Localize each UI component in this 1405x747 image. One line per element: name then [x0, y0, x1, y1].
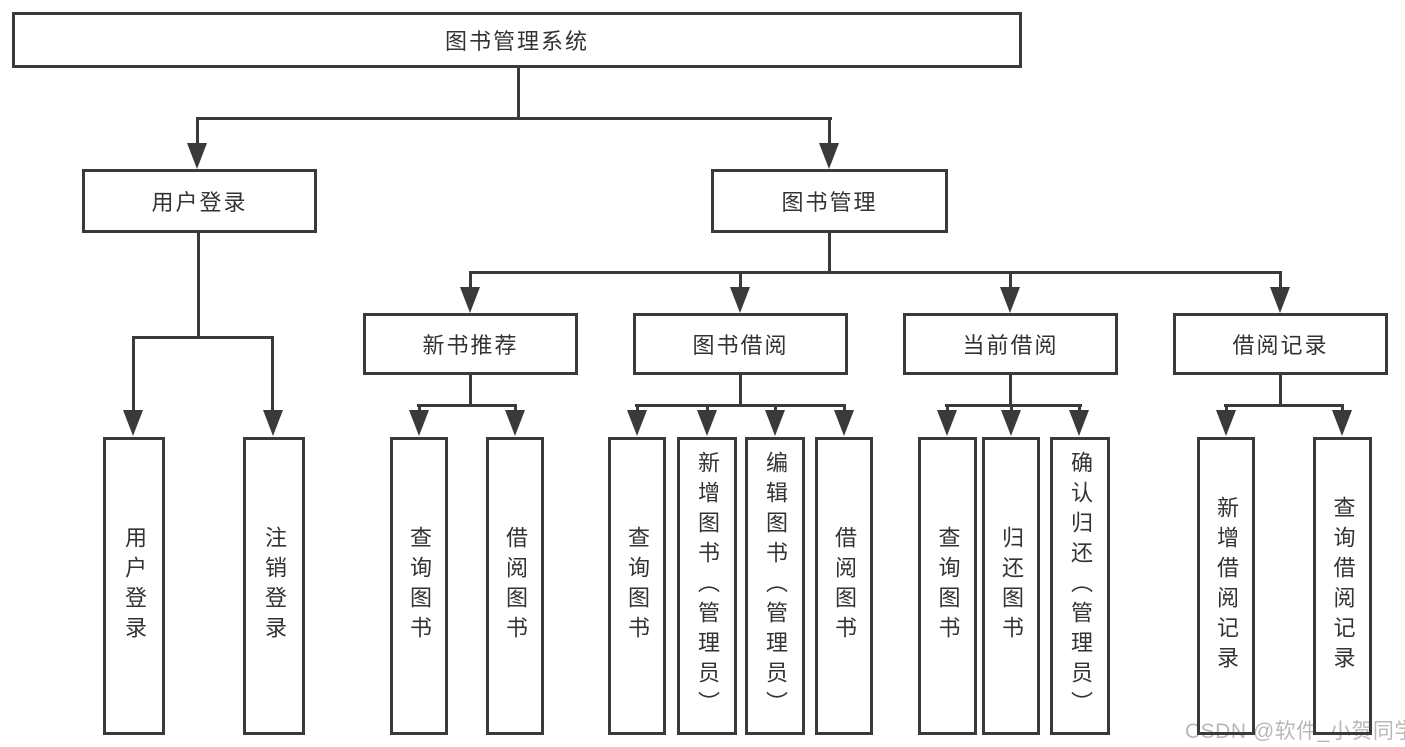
arrow-down-icon: [409, 410, 429, 436]
connector-book-mgmt-drop: [828, 117, 831, 149]
node-confirm-return-admin: 确认归还（管理员）: [1050, 437, 1110, 735]
connector-logout-leaf-drop: [271, 336, 274, 414]
connector-group3-bar: [945, 404, 1082, 407]
connector-new-books-drop: [469, 271, 472, 293]
node-borrowing-records: 借阅记录: [1173, 313, 1388, 375]
node-label: 借阅图书: [832, 526, 857, 646]
node-label: 用户登录: [122, 526, 147, 646]
connector-user-login-drop: [196, 117, 199, 149]
arrow-down-icon: [834, 410, 854, 436]
node-label: 查询图书: [935, 526, 961, 646]
arrow-down-icon: [263, 410, 283, 436]
node-book-management-branch: 图书管理: [711, 169, 948, 233]
node-logout-leaf: 注销登录: [243, 437, 305, 735]
arrow-down-icon: [1216, 410, 1236, 436]
arrow-down-icon: [505, 410, 525, 436]
node-label: 查询图书: [625, 526, 650, 646]
node-current-borrowing: 当前借阅: [903, 313, 1118, 375]
node-label: 借阅图书: [503, 526, 528, 646]
node-label: 图书管理系统: [444, 29, 589, 54]
node-label: 图书借阅: [692, 333, 789, 358]
arrow-down-icon: [187, 143, 207, 169]
connector-borrow-records-drop: [1279, 271, 1282, 293]
arrow-down-icon: [819, 143, 839, 169]
node-label: 当前借阅: [962, 333, 1059, 358]
node-query-borrow-record: 查询借阅记录: [1313, 437, 1372, 735]
arrow-down-icon: [1332, 410, 1352, 436]
connector-root-stem: [517, 66, 520, 119]
connector-group2-bar: [635, 404, 846, 407]
node-user-login-branch: 用户登录: [82, 169, 317, 233]
node-add-books-admin: 新增图书（管理员）: [677, 437, 737, 735]
arrow-down-icon: [1001, 410, 1021, 436]
arrow-down-icon: [1270, 287, 1290, 313]
node-label: 注销登录: [262, 526, 287, 646]
arrow-down-icon: [1000, 287, 1020, 313]
node-query-books-borrowing: 查询图书: [608, 437, 666, 735]
connector-book-mgmt-stem: [828, 233, 831, 273]
connector-group4-bar: [1224, 404, 1344, 407]
connector-group4-stem: [1279, 375, 1282, 407]
node-return-books: 归还图书: [982, 437, 1040, 735]
node-query-books-recommend: 查询图书: [390, 437, 448, 735]
node-new-book-recommend: 新书推荐: [363, 313, 578, 375]
node-add-borrow-record: 新增借阅记录: [1197, 437, 1255, 735]
connector-group1-stem: [469, 375, 472, 407]
node-library-management-system: 图书管理系统: [12, 12, 1022, 68]
node-label: 新增借阅记录: [1214, 496, 1239, 676]
node-label: 图书管理: [781, 190, 878, 215]
arrow-down-icon: [697, 410, 717, 436]
connector-user-login-bar: [132, 336, 274, 339]
connector-group3-stem: [1009, 375, 1012, 407]
node-user-login-leaf: 用户登录: [103, 437, 165, 735]
node-borrow-books-recommend: 借阅图书: [486, 437, 544, 735]
connector-level3-bar: [469, 271, 1281, 274]
node-query-books-current: 查询图书: [918, 437, 977, 735]
node-label: 新增图书（管理员）: [695, 451, 720, 721]
connector-book-borrow-drop: [739, 271, 742, 293]
csdn-watermark: CSDN @软件_小贺同学: [1185, 720, 1405, 743]
arrow-down-icon: [765, 410, 785, 436]
arrow-down-icon: [730, 287, 750, 313]
arrow-down-icon: [123, 410, 143, 436]
node-label: 归还图书: [999, 526, 1024, 646]
node-label: 用户登录: [151, 190, 248, 215]
connector-login-leaf-drop: [132, 336, 135, 414]
node-label: 新书推荐: [422, 333, 519, 358]
arrow-down-icon: [1069, 410, 1089, 436]
node-book-borrowing: 图书借阅: [633, 313, 848, 375]
node-label: 借阅记录: [1232, 333, 1329, 358]
arrow-down-icon: [937, 410, 957, 436]
node-label: 确认归还（管理员）: [1068, 451, 1093, 721]
arrow-down-icon: [460, 287, 480, 313]
connector-level2-bar: [196, 117, 832, 120]
node-label: 查询借阅记录: [1330, 496, 1356, 676]
node-label: 查询图书: [407, 526, 432, 646]
connector-current-borrow-drop: [1009, 271, 1012, 293]
node-edit-books-admin: 编辑图书（管理员）: [745, 437, 805, 735]
connector-group1-bar: [417, 404, 517, 407]
connector-user-login-stem: [197, 233, 200, 339]
arrow-down-icon: [627, 410, 647, 436]
node-label: 编辑图书（管理员）: [763, 451, 788, 721]
node-borrow-books-leaf: 借阅图书: [815, 437, 873, 735]
connector-group2-stem: [739, 375, 742, 407]
